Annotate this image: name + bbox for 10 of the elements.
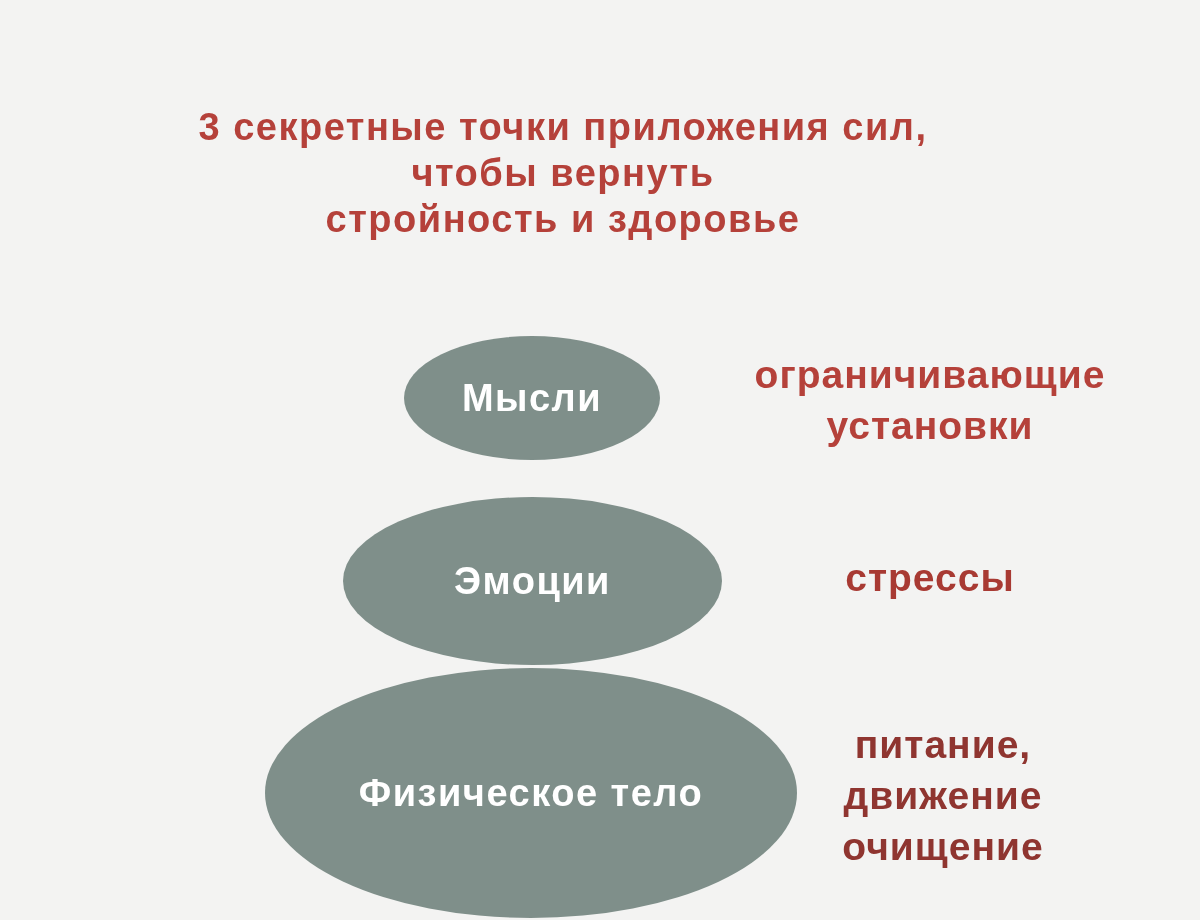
node-label: Эмоции xyxy=(454,560,611,602)
side-note: ограничивающие установки xyxy=(753,352,1107,449)
ellipse-node xyxy=(265,668,797,918)
node-label: Физическое тело xyxy=(358,772,704,814)
title: 3 секретные точки приложения сил, чтобы вернуть стройность и здоровье xyxy=(197,105,929,242)
side-note: стрессы xyxy=(844,555,1016,601)
ellipse-node xyxy=(343,497,722,665)
side-note: питание, движение очищение xyxy=(841,722,1045,870)
node-label: Мысли xyxy=(461,377,603,419)
ellipse-node xyxy=(404,336,660,460)
